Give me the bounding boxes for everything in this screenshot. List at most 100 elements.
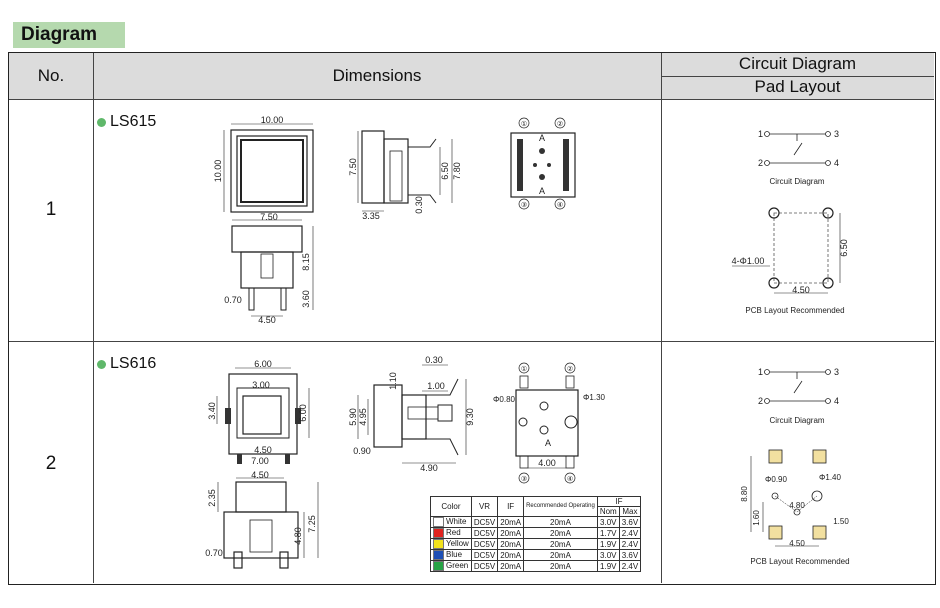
circuit-diagram-2: 1 3 2 4 Circuit Diagram xyxy=(758,367,839,425)
pcb-layout-1: 6.50 4.50 4-Φ1.00 PCB Layout Recommended xyxy=(732,207,849,315)
svg-text:6.50: 6.50 xyxy=(440,162,450,180)
ls616-front-view: 4.50 2.35 4.80 7.25 0.70 xyxy=(205,470,319,569)
svg-text:③: ③ xyxy=(521,475,527,483)
row-number-2: 2 xyxy=(45,453,57,474)
svg-text:8.80: 8.80 xyxy=(740,486,749,502)
ls616-bottom-view: ① ② A Φ0.80 Φ1.30 4.00 ③ ④ xyxy=(493,362,606,484)
svg-text:7.50: 7.50 xyxy=(260,212,278,222)
svg-text:8.15: 8.15 xyxy=(301,253,311,271)
svg-text:3.35: 3.35 xyxy=(362,211,380,221)
svg-text:4.50: 4.50 xyxy=(258,315,276,325)
svg-text:③: ③ xyxy=(521,201,527,209)
svg-text:4.80: 4.80 xyxy=(293,527,303,545)
green-dot-icon xyxy=(97,359,106,369)
svg-text:4.95: 4.95 xyxy=(358,408,368,426)
svg-text:1: 1 xyxy=(758,367,763,377)
svg-text:3: 3 xyxy=(834,129,839,139)
svg-text:1.60: 1.60 xyxy=(752,510,761,526)
svg-text:1.00: 1.00 xyxy=(427,381,445,391)
svg-text:7.00: 7.00 xyxy=(251,456,269,466)
svg-text:4.50: 4.50 xyxy=(254,445,272,455)
col-nom: Nom xyxy=(596,506,620,517)
svg-text:2.35: 2.35 xyxy=(207,489,217,507)
ls615-top-view: 10.00 10.00 xyxy=(213,115,314,213)
ls615-bottom-view: ① ② A A ③ ④ xyxy=(510,117,576,210)
ls616-side-view: 0.30 1.00 5.90 4.95 1.10 9.30 0.90 4.90 xyxy=(348,355,475,473)
svg-text:①: ① xyxy=(521,120,527,128)
svg-text:Φ1.30: Φ1.30 xyxy=(583,393,606,402)
svg-text:3: 3 xyxy=(834,367,839,377)
svg-text:7.50: 7.50 xyxy=(348,158,358,176)
green-dot-icon xyxy=(97,117,106,127)
svg-text:0.90: 0.90 xyxy=(353,446,371,456)
svg-text:①: ① xyxy=(521,365,527,373)
svg-text:0.30: 0.30 xyxy=(425,355,443,365)
dim-label: 10.00 xyxy=(261,115,284,125)
header-no: No. xyxy=(37,66,65,85)
svg-text:1.10: 1.10 xyxy=(388,372,398,390)
svg-text:4.50: 4.50 xyxy=(789,539,805,548)
svg-text:3.00: 3.00 xyxy=(252,380,270,390)
color-spec-table: Color VR IF Recommended Operating IF Nom… xyxy=(430,496,642,572)
svg-text:PCB Layout Recommended: PCB Layout Recommended xyxy=(750,557,849,566)
svg-text:9.30: 9.30 xyxy=(465,408,475,426)
svg-text:Circuit Diagram: Circuit Diagram xyxy=(769,177,824,186)
section-tag: Diagram xyxy=(13,22,125,48)
svg-text:7.80: 7.80 xyxy=(452,162,462,180)
svg-text:0.30: 0.30 xyxy=(414,196,424,214)
svg-text:2: 2 xyxy=(758,396,763,406)
svg-text:6.00: 6.00 xyxy=(254,359,272,369)
model-label-2: LS616 xyxy=(97,355,156,373)
svg-text:4: 4 xyxy=(834,158,839,168)
ls615-side-view: 7.50 3.35 0.30 6.50 7.80 xyxy=(348,130,462,221)
ls615-front-view: 7.50 8.15 3.60 0.70 4.50 xyxy=(224,212,314,325)
svg-text:4-Φ1.00: 4-Φ1.00 xyxy=(732,256,765,266)
svg-text:④: ④ xyxy=(567,475,573,483)
svg-text:5.90: 5.90 xyxy=(348,408,358,426)
svg-text:6.00: 6.00 xyxy=(298,404,308,422)
header-circuit-diagram: Circuit Diagram xyxy=(738,54,857,73)
svg-text:4.90: 4.90 xyxy=(420,463,438,473)
svg-text:3.60: 3.60 xyxy=(301,290,311,308)
col-operating: Recommended Operating xyxy=(523,496,598,517)
svg-text:6.50: 6.50 xyxy=(839,239,849,257)
color-swatch xyxy=(433,561,444,571)
header-dimensions: Dimensions xyxy=(332,66,422,85)
svg-text:4.50: 4.50 xyxy=(251,470,269,480)
col-color: Color xyxy=(430,496,472,517)
svg-text:Φ0.80: Φ0.80 xyxy=(493,395,516,404)
col-max: Max xyxy=(618,506,642,517)
color-swatch xyxy=(433,550,444,560)
diagram-table: No. Dimensions Circuit Diagram Pad Layou… xyxy=(8,52,936,585)
svg-text:1: 1 xyxy=(758,129,763,139)
svg-text:A: A xyxy=(539,133,545,143)
circuit-diagram-1: 1 3 2 4 Circuit Diagram xyxy=(758,129,839,186)
row-number-1: 1 xyxy=(45,199,57,220)
svg-text:4.80: 4.80 xyxy=(789,501,805,510)
svg-text:0.70: 0.70 xyxy=(224,295,242,305)
svg-text:②: ② xyxy=(557,120,563,128)
svg-text:A: A xyxy=(539,186,545,196)
svg-text:7.25: 7.25 xyxy=(307,515,317,533)
svg-text:4.00: 4.00 xyxy=(538,458,556,468)
color-swatch xyxy=(433,539,444,549)
pcb-layout-2: Φ0.90 Φ1.40 4.80 8.80 1.60 1.50 4.50 PCB… xyxy=(740,449,850,566)
svg-text:Circuit Diagram: Circuit Diagram xyxy=(769,416,824,425)
svg-text:4.50: 4.50 xyxy=(792,285,810,295)
col-if: IF xyxy=(497,496,525,517)
col-vr: VR xyxy=(470,496,499,517)
svg-text:Φ1.40: Φ1.40 xyxy=(819,473,842,482)
svg-text:Φ0.90: Φ0.90 xyxy=(765,475,788,484)
header-pad-layout: Pad Layout xyxy=(754,77,841,96)
svg-text:②: ② xyxy=(567,365,573,373)
svg-text:4: 4 xyxy=(834,396,839,406)
svg-text:PCB Layout Recommended: PCB Layout Recommended xyxy=(745,306,844,315)
svg-text:3.40: 3.40 xyxy=(207,402,217,420)
color-swatch xyxy=(433,517,444,527)
svg-text:0.70: 0.70 xyxy=(205,548,223,558)
